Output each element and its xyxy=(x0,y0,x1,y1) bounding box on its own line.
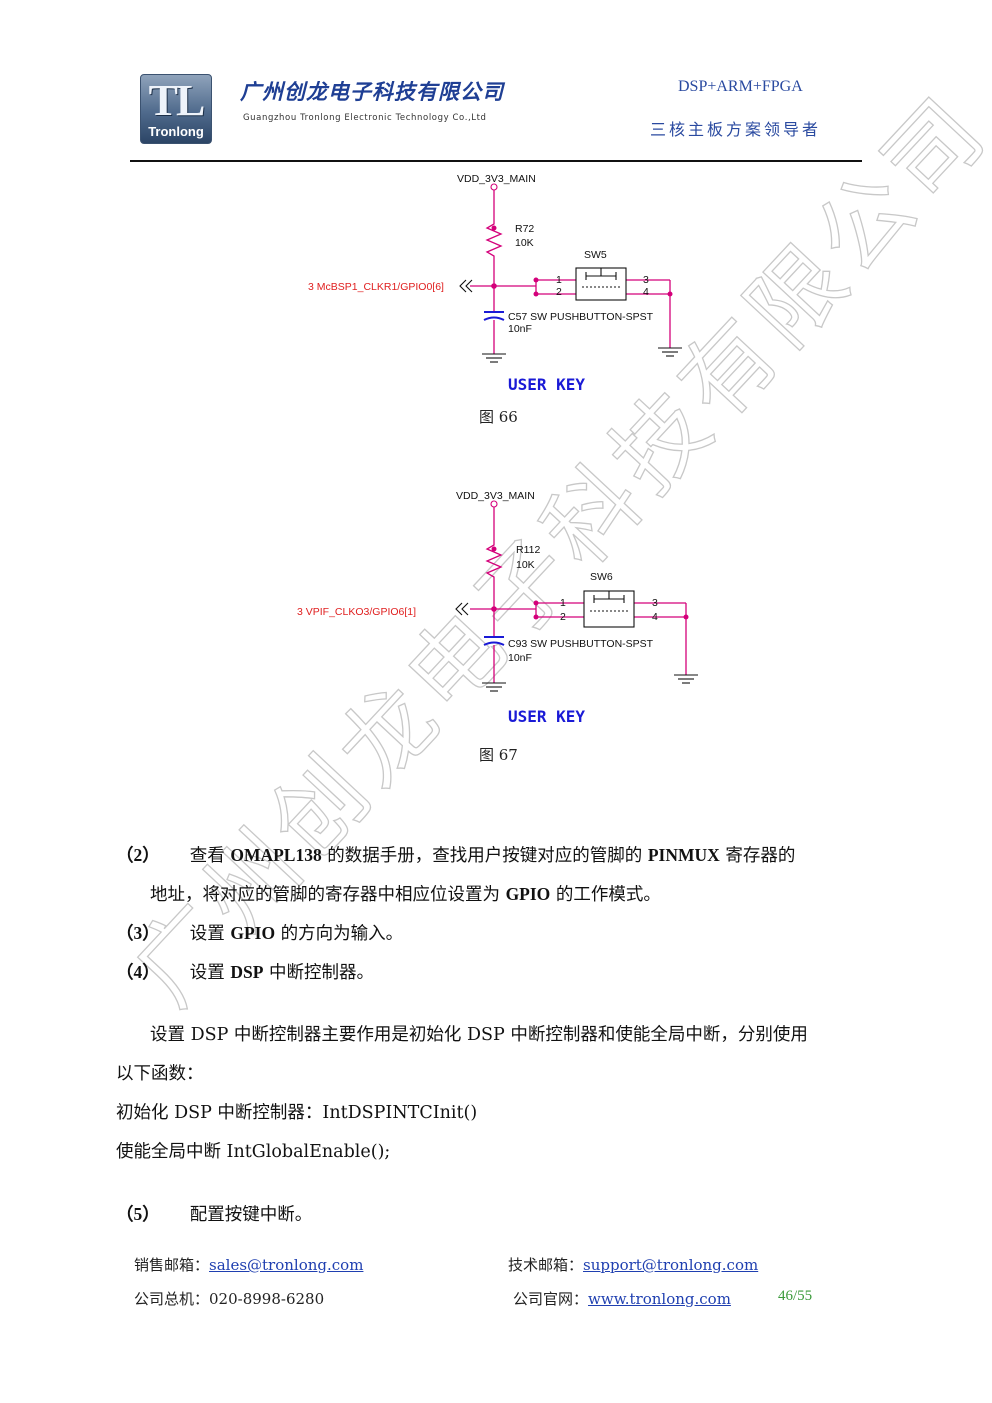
pin-2: 2 xyxy=(556,286,562,298)
step-4: （4）设置 DSP 中断控制器。 xyxy=(116,962,374,983)
signal-label: 3 McBSP1_CLKR1/GPIO0[6] xyxy=(308,281,444,293)
pin-3: 3 xyxy=(643,274,649,286)
capacitor-value: 10nF xyxy=(508,652,532,664)
phone-number: 020-8998-6280 xyxy=(209,1290,325,1308)
step-2-number: （2） xyxy=(116,845,160,865)
step-2-line-2: 地址，将对应的管脚的寄存器中相应位设置为 GPIO 的工作模式。 xyxy=(150,884,661,905)
pin-4: 4 xyxy=(652,611,658,623)
website-link[interactable]: www.tronlong.com xyxy=(588,1290,731,1308)
figure-caption-67: 图 67 xyxy=(479,746,518,764)
pin-4: 4 xyxy=(643,286,649,298)
pin-1: 1 xyxy=(556,274,562,286)
schematic-figure-66: VDD_3V3_MAIN R72 10K SW5 3 McBSP1_CLKR1/… xyxy=(308,173,682,394)
signal-label: 3 VPIF_CLKO3/GPIO6[1] xyxy=(297,606,416,618)
paragraph-line-1: 设置 DSP 中断控制器主要作用是初始化 DSP 中断控制器和使能全局中断，分别… xyxy=(150,1025,808,1045)
footer-phone: 公司总机：020-8998-6280 xyxy=(134,1288,324,1309)
footer-website: 公司官网：www.tronlong.com xyxy=(513,1288,731,1309)
step-2-line-1: （2）查看 OMAPL138 的数据手册，查找用户按键对应的管脚的 PINMUX… xyxy=(116,845,796,866)
company-name-cn: 广州创龙电子科技有限公司 xyxy=(240,80,504,104)
switch-ref: SW6 xyxy=(590,571,613,583)
figure-caption-66: 图 66 xyxy=(479,408,518,426)
support-email-link[interactable]: support@tronlong.com xyxy=(583,1256,759,1274)
resistor-value: 10K xyxy=(516,559,535,571)
power-net-label: VDD_3V3_MAIN xyxy=(457,173,536,185)
sales-email-link[interactable]: sales@tronlong.com xyxy=(209,1256,364,1274)
function-enable-line: 使能全局中断 IntGlobalEnable(); xyxy=(116,1142,391,1162)
schematic-figure-67: VDD_3V3_MAIN R112 10K SW6 3 VPIF_CLKO3/G… xyxy=(297,490,698,725)
user-key-title: USER KEY xyxy=(508,707,585,725)
pin-1: 1 xyxy=(560,597,566,609)
pin-2: 2 xyxy=(560,611,566,623)
resistor-ref: R112 xyxy=(516,544,540,556)
tagline-1: DSP+ARM+FPGA xyxy=(678,78,803,95)
footer-support: 技术邮箱：support@tronlong.com xyxy=(508,1254,758,1275)
power-net-label: VDD_3V3_MAIN xyxy=(456,490,535,502)
phone-label: 公司总机： xyxy=(134,1290,210,1308)
resistor-ref: R72 xyxy=(515,223,534,235)
step-3-number: （3） xyxy=(116,923,160,943)
step-3: （3）设置 GPIO 的方向为输入。 xyxy=(116,923,404,944)
website-label: 公司官网： xyxy=(513,1290,589,1308)
chip-name: OMAPL138 xyxy=(230,845,322,865)
company-logo: TL Tronlong xyxy=(140,74,212,144)
pin-3: 3 xyxy=(652,597,658,609)
step-5: （5）配置按键中断。 xyxy=(116,1204,313,1225)
pinmux-term: PINMUX xyxy=(647,845,720,865)
user-key-title: USER KEY xyxy=(508,375,585,394)
logo-subtext: Tronlong xyxy=(148,124,204,139)
capacitor-label: C93 SW PUSHBUTTON-SPST xyxy=(508,638,654,650)
switch-ref: SW5 xyxy=(584,249,607,261)
support-label: 技术邮箱： xyxy=(508,1256,584,1274)
header-divider xyxy=(130,160,862,162)
sales-label: 销售邮箱： xyxy=(134,1256,210,1274)
resistor-value: 10K xyxy=(515,237,534,249)
footer-sales: 销售邮箱：sales@tronlong.com xyxy=(134,1254,363,1275)
logo-text: TL xyxy=(148,76,206,125)
capacitor-value: 10nF xyxy=(508,323,532,335)
function-init-line: 初始化 DSP 中断控制器：IntDSPINTCInit() xyxy=(116,1103,478,1123)
paragraph-line-2: 以下函数： xyxy=(116,1064,204,1084)
tagline-2: 三核主板方案领导者 xyxy=(650,120,822,139)
step-5-number: （5） xyxy=(116,1204,160,1224)
capacitor-label: C57 SW PUSHBUTTON-SPST xyxy=(508,311,654,323)
step-4-number: （4） xyxy=(116,962,160,982)
page-number: 46/55 xyxy=(778,1288,813,1304)
company-name-en: Guangzhou Tronlong Electronic Technology… xyxy=(243,113,487,123)
